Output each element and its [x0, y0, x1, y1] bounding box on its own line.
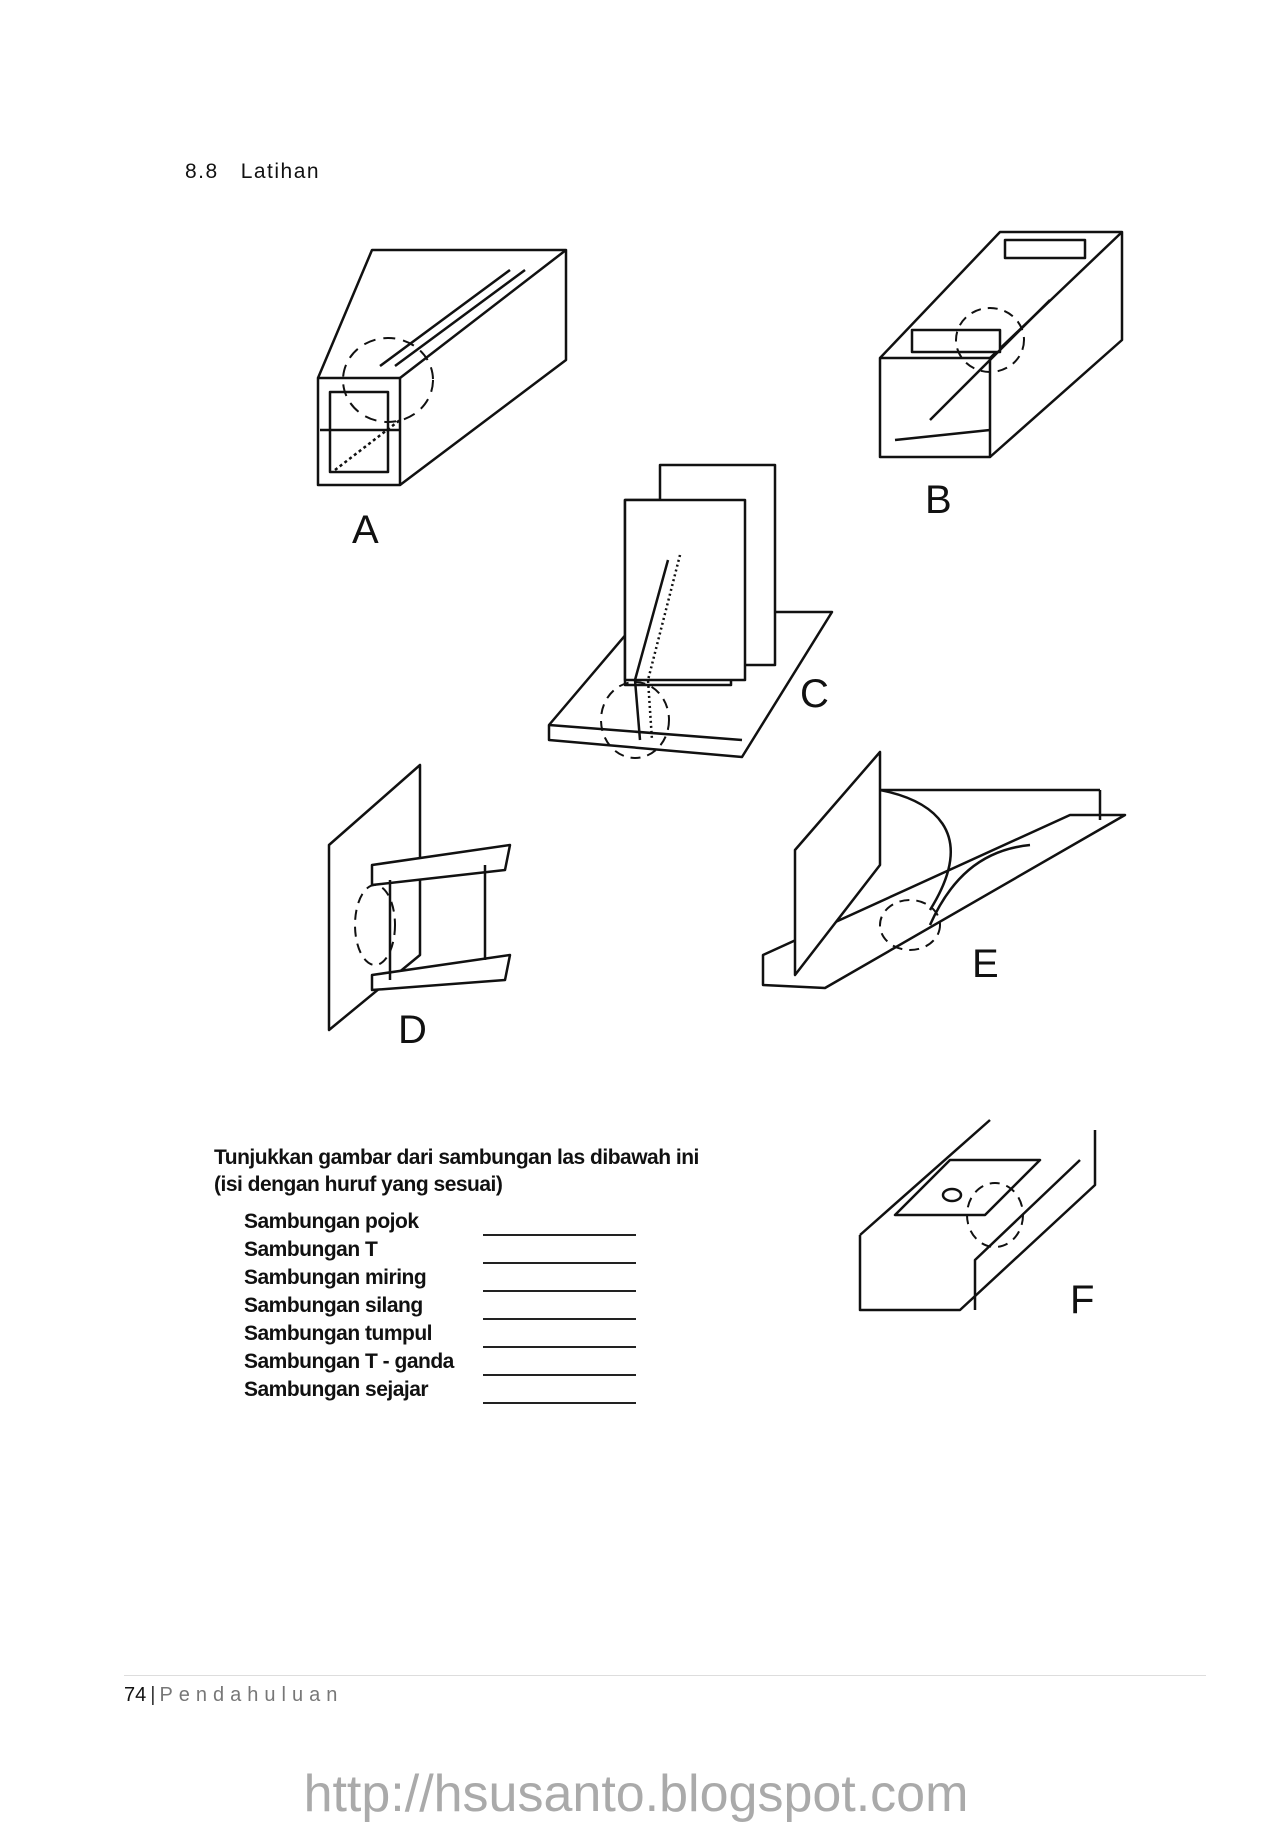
item-label: Sambungan tumpul — [244, 1322, 433, 1345]
answer-blank[interactable] — [483, 1262, 636, 1264]
figure-label-f: F — [1070, 1278, 1095, 1322]
watermark-url: http://hsusanto.blogspot.com — [303, 1765, 969, 1823]
figure-f-drawing — [858, 1119, 1097, 1312]
figure-c-drawing — [547, 463, 834, 759]
item-label: Sambungan sejajar — [244, 1378, 429, 1401]
figure-label-d: D — [398, 1008, 427, 1052]
instruction-line-2: (isi dengan huruf yang sesuai) — [214, 1173, 503, 1196]
footer-divider — [124, 1675, 1206, 1676]
answer-blank[interactable] — [483, 1346, 636, 1348]
figure-label-e: E — [972, 942, 999, 986]
section-title: 8.8 Latihan — [185, 160, 342, 184]
item-label: Sambungan pojok — [244, 1210, 419, 1233]
page-footer: 74|Pendahuluan — [124, 1684, 343, 1707]
figure-a-drawing — [316, 248, 568, 487]
figure-label-c: C — [800, 672, 829, 716]
page-number: 74 — [124, 1684, 147, 1706]
answer-blank[interactable] — [483, 1402, 636, 1404]
item-label: Sambungan T — [244, 1238, 378, 1261]
section-name: Latihan — [240, 160, 321, 183]
figure-e-drawing — [761, 750, 1127, 990]
answer-blank[interactable] — [483, 1374, 636, 1376]
figure-label-b: B — [925, 478, 952, 522]
figure-b-drawing — [878, 230, 1124, 459]
item-label: Sambungan T - ganda — [244, 1350, 454, 1373]
item-label: Sambungan miring — [244, 1266, 427, 1289]
item-label: Sambungan silang — [244, 1294, 423, 1317]
instruction-line-1: Tunjukkan gambar dari sambungan las diba… — [214, 1146, 699, 1169]
section-number: 8.8 — [185, 160, 219, 183]
exercise-instruction: Tunjukkan gambar dari sambungan las diba… — [214, 1144, 699, 1198]
figure-d-drawing — [327, 763, 512, 1032]
answer-blank[interactable] — [483, 1318, 636, 1320]
answer-blank[interactable] — [483, 1290, 636, 1292]
answer-blank[interactable] — [483, 1234, 636, 1236]
footer-separator: | — [150, 1684, 156, 1706]
figure-label-a: A — [352, 508, 379, 552]
chapter-name: Pendahuluan — [159, 1684, 344, 1706]
